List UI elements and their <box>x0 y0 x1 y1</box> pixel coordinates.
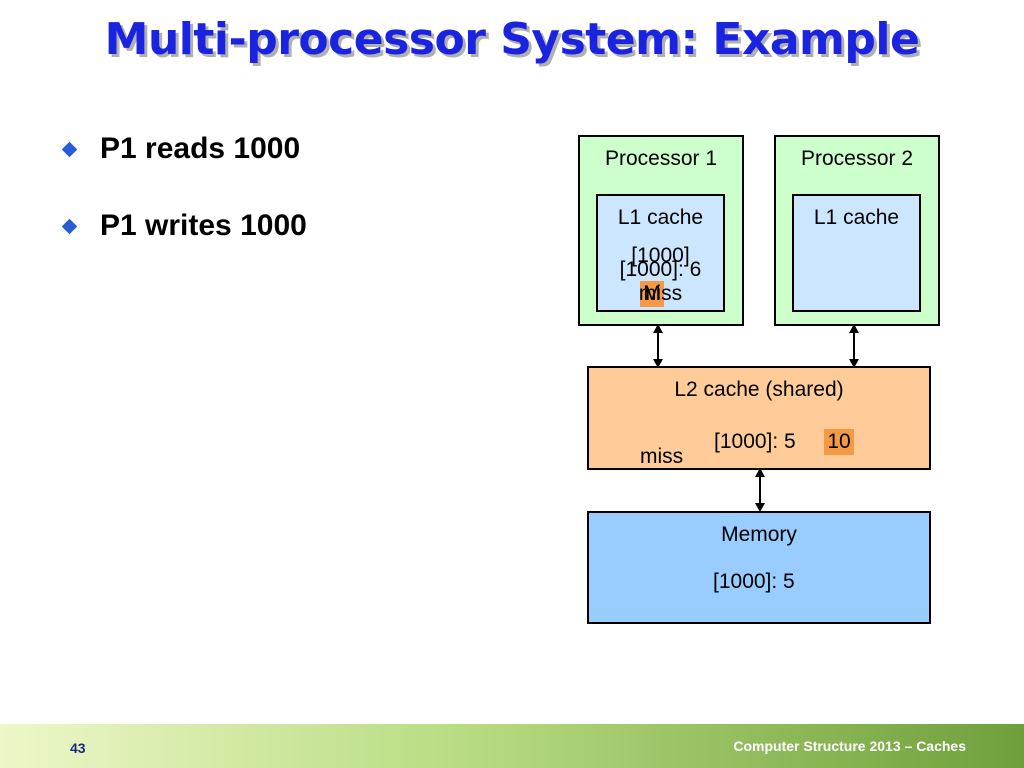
l2-entry: [1000]: 5 <box>714 430 796 453</box>
processor-1-l1-cache: L1 cache [1000] [1000]: 6 miss M <box>596 194 725 312</box>
processor-2-l1-cache: L1 cache <box>792 194 921 312</box>
l1-cache-label: L1 cache <box>813 206 900 229</box>
slide-title: Multi-processor System: Example <box>104 14 920 65</box>
l2-memory-arrow <box>755 468 765 512</box>
memory-entry: [1000]: 5 <box>713 570 795 593</box>
bullet-text: P1 writes 1000 <box>100 209 307 242</box>
l2-cache-box: L2 cache (shared) [1000]: 5 10 miss <box>587 366 931 470</box>
bullet-text: P1 reads 1000 <box>100 132 301 165</box>
l2-new-value: 10 <box>827 430 851 453</box>
l1-entry-old: [1000] <box>631 244 690 267</box>
l1-miss-label: miss <box>638 282 683 305</box>
write-highlight <box>640 281 664 307</box>
memory-box: Memory [1000]: 5 <box>587 511 931 624</box>
processor-2-label: Processor 2 <box>800 147 914 170</box>
p2-l2-arrow <box>849 324 859 368</box>
footer-caption: Computer Structure 2013 – Caches <box>733 738 966 754</box>
slide-footer: 43 Computer Structure 2013 – Caches <box>0 724 1024 768</box>
page-number: 43 <box>70 740 86 756</box>
l2-miss-label: miss <box>640 445 684 468</box>
memory-label: Memory <box>721 523 797 546</box>
l1-entry-new: [1000]: 6 <box>619 258 702 281</box>
diamond-bullet-icon <box>61 218 78 235</box>
l1-modified-marker: M <box>643 282 661 305</box>
p1-l2-arrow <box>653 324 663 368</box>
diamond-bullet-icon <box>61 141 78 158</box>
processor-1-label: Processor 1 <box>604 147 718 170</box>
l1-cache-label: L1 cache <box>617 206 704 229</box>
l2-new-value-highlight <box>824 429 854 455</box>
l2-cache-label: L2 cache (shared) <box>674 378 844 401</box>
